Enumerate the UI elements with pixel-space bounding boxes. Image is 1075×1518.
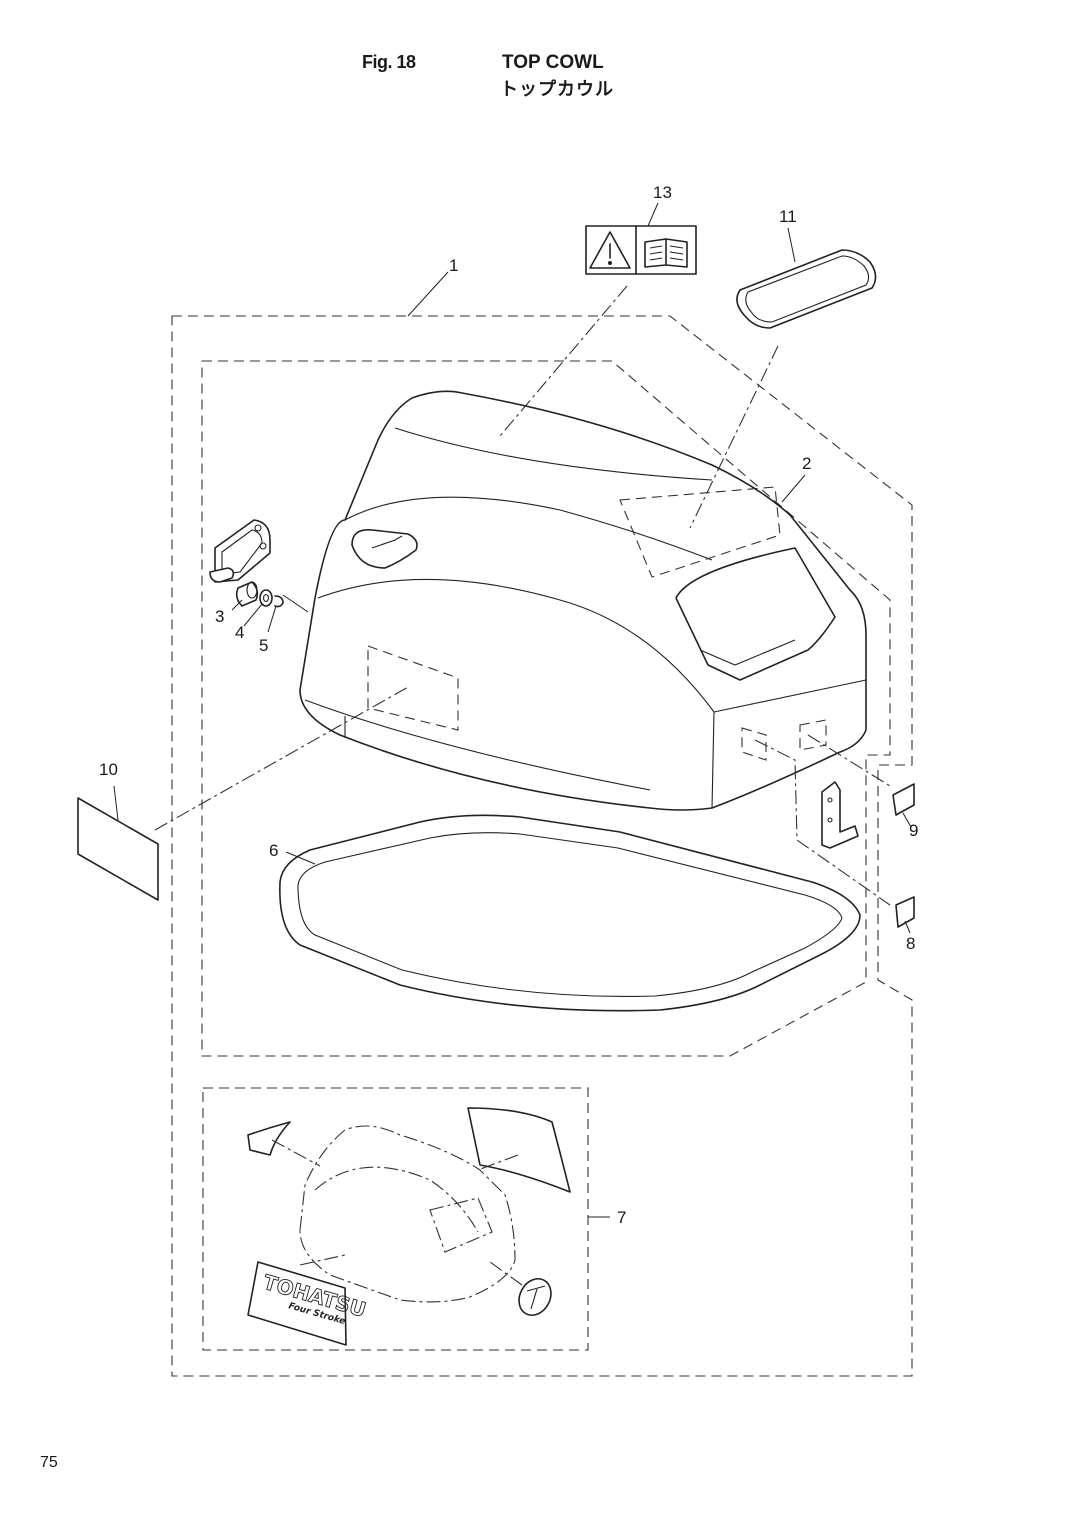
warning-triangle-icon bbox=[589, 231, 631, 269]
label-part-8 bbox=[895, 896, 915, 928]
top-cowl-body bbox=[299, 390, 867, 811]
callout-6: 6 bbox=[269, 841, 278, 860]
title-english: TOP COWL bbox=[502, 52, 604, 73]
callout-7: 7 bbox=[617, 1208, 626, 1227]
cowl-seal bbox=[279, 814, 861, 1012]
latch-bracket bbox=[209, 519, 271, 583]
callout-10: 10 bbox=[99, 760, 118, 779]
decal-kit-frame bbox=[202, 1087, 589, 1351]
tohatsu-decal: TOHATSU Four Stroke bbox=[247, 1261, 369, 1346]
title-japanese: トップカウル bbox=[500, 79, 614, 99]
manual-book-icon bbox=[644, 238, 688, 268]
emblem-badge bbox=[518, 1278, 552, 1316]
latch-washer bbox=[259, 589, 273, 607]
latch-clip bbox=[274, 595, 284, 608]
label-part-11 bbox=[736, 249, 877, 329]
callout-8: 8 bbox=[906, 934, 915, 953]
outer-assembly-frame bbox=[171, 315, 913, 1377]
hook-bracket bbox=[821, 781, 859, 849]
callout-5: 5 bbox=[259, 636, 268, 655]
callout-4: 4 bbox=[235, 623, 244, 642]
callout-11: 11 bbox=[779, 207, 797, 226]
callout-13: 13 bbox=[653, 183, 672, 202]
label-part-9 bbox=[892, 783, 915, 816]
caution-label bbox=[585, 225, 697, 275]
callout-9: 9 bbox=[909, 821, 918, 840]
page-number: 75 bbox=[40, 1454, 58, 1471]
inner-assembly-frame bbox=[201, 360, 891, 1057]
figure-number: Fig. 18 bbox=[362, 52, 416, 72]
callout-1: 1 bbox=[449, 256, 458, 275]
decal-kit: TOHATSU Four Stroke bbox=[247, 1107, 571, 1346]
label-part-10 bbox=[77, 797, 159, 901]
callout-3: 3 bbox=[215, 607, 224, 626]
callout-2: 2 bbox=[802, 454, 811, 473]
